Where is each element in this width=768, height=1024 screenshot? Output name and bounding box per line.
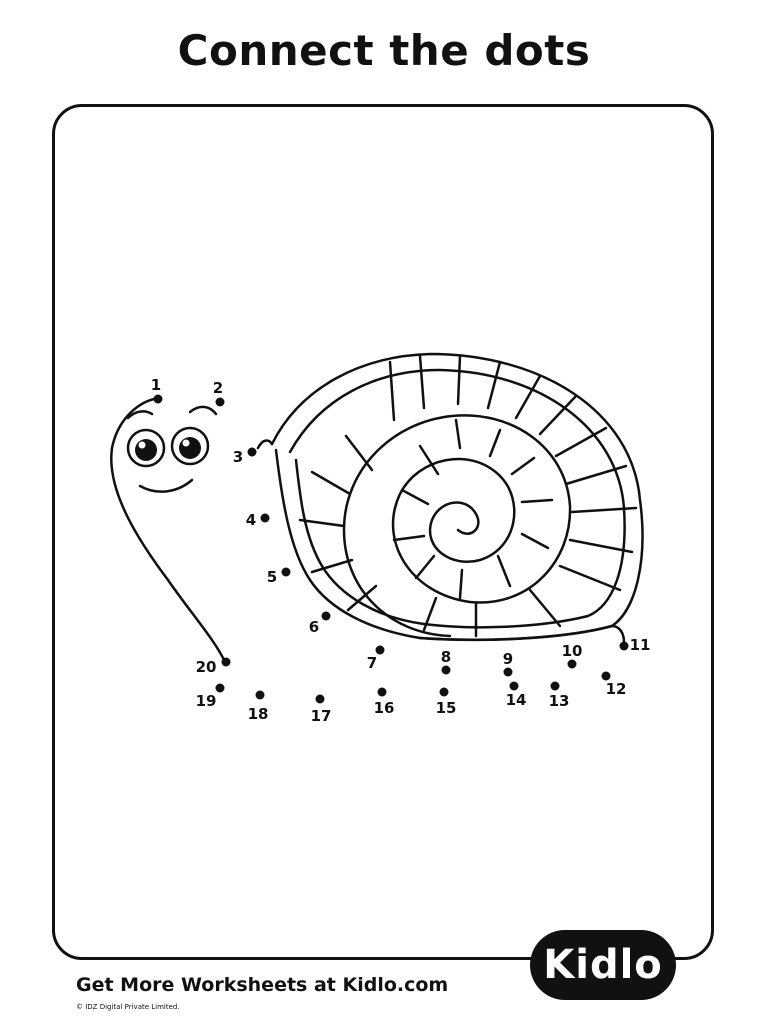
dot-8 bbox=[441, 665, 451, 675]
snail-smile bbox=[138, 478, 194, 493]
dot-label-4: 4 bbox=[246, 511, 256, 529]
dot-label-14: 14 bbox=[506, 691, 527, 709]
dot-label-2: 2 bbox=[213, 379, 223, 397]
snail-eyes bbox=[126, 426, 210, 468]
dot-label-10: 10 bbox=[562, 642, 583, 660]
copyright-text: © IDZ Digital Private Limited. bbox=[76, 1003, 180, 1011]
dot-label-9: 9 bbox=[503, 650, 513, 668]
dot-label-13: 13 bbox=[549, 692, 570, 710]
dot-11 bbox=[619, 641, 629, 651]
dot-label-12: 12 bbox=[606, 680, 627, 698]
dot-17 bbox=[315, 694, 325, 704]
dot-13 bbox=[550, 681, 560, 691]
dot-18 bbox=[255, 690, 265, 700]
dot-9 bbox=[503, 667, 513, 677]
kidlo-logo: Kidlo bbox=[530, 930, 676, 1000]
dot-label-5: 5 bbox=[267, 568, 277, 586]
shell-outer bbox=[270, 352, 644, 642]
dot-2 bbox=[215, 397, 225, 407]
dot-label-1: 1 bbox=[151, 376, 161, 394]
dot-label-19: 19 bbox=[196, 692, 217, 710]
dot-label-11: 11 bbox=[630, 636, 651, 654]
footer-link: Get More Worksheets at Kidlo.com bbox=[76, 974, 449, 996]
dot-label-3: 3 bbox=[233, 448, 243, 466]
dot-label-15: 15 bbox=[436, 699, 457, 717]
dot-1 bbox=[153, 394, 163, 404]
eye-right-pupil bbox=[179, 437, 201, 459]
dot-label-17: 17 bbox=[311, 707, 332, 725]
eye-left-pupil bbox=[135, 439, 157, 461]
dot-label-20: 20 bbox=[196, 658, 217, 676]
page-title: Connect the dots bbox=[177, 26, 591, 75]
dot-15 bbox=[439, 687, 449, 697]
dot-3 bbox=[247, 447, 257, 457]
dot-7 bbox=[375, 645, 385, 655]
snail-eyebrow-left bbox=[126, 410, 154, 420]
shell-spiral bbox=[342, 414, 572, 638]
dot-19 bbox=[215, 683, 225, 693]
dot-12 bbox=[601, 671, 611, 681]
dot-label-6: 6 bbox=[309, 618, 319, 636]
dot-5 bbox=[281, 567, 291, 577]
dot-20 bbox=[221, 657, 231, 667]
dot-label-18: 18 bbox=[248, 705, 269, 723]
dot-16 bbox=[377, 687, 387, 697]
dot-label-7: 7 bbox=[367, 654, 377, 672]
dot-14 bbox=[509, 681, 519, 691]
dot-10 bbox=[567, 659, 577, 669]
dot-4 bbox=[260, 513, 270, 523]
dot-label-8: 8 bbox=[441, 648, 451, 666]
shell-band bbox=[288, 368, 626, 629]
shell-base bbox=[418, 624, 614, 642]
snail-head-outline bbox=[110, 396, 227, 664]
snail-eyebrow-right bbox=[188, 405, 218, 416]
dot-label-16: 16 bbox=[374, 699, 395, 717]
dot-6 bbox=[321, 611, 331, 621]
worksheet-frame bbox=[52, 104, 714, 960]
